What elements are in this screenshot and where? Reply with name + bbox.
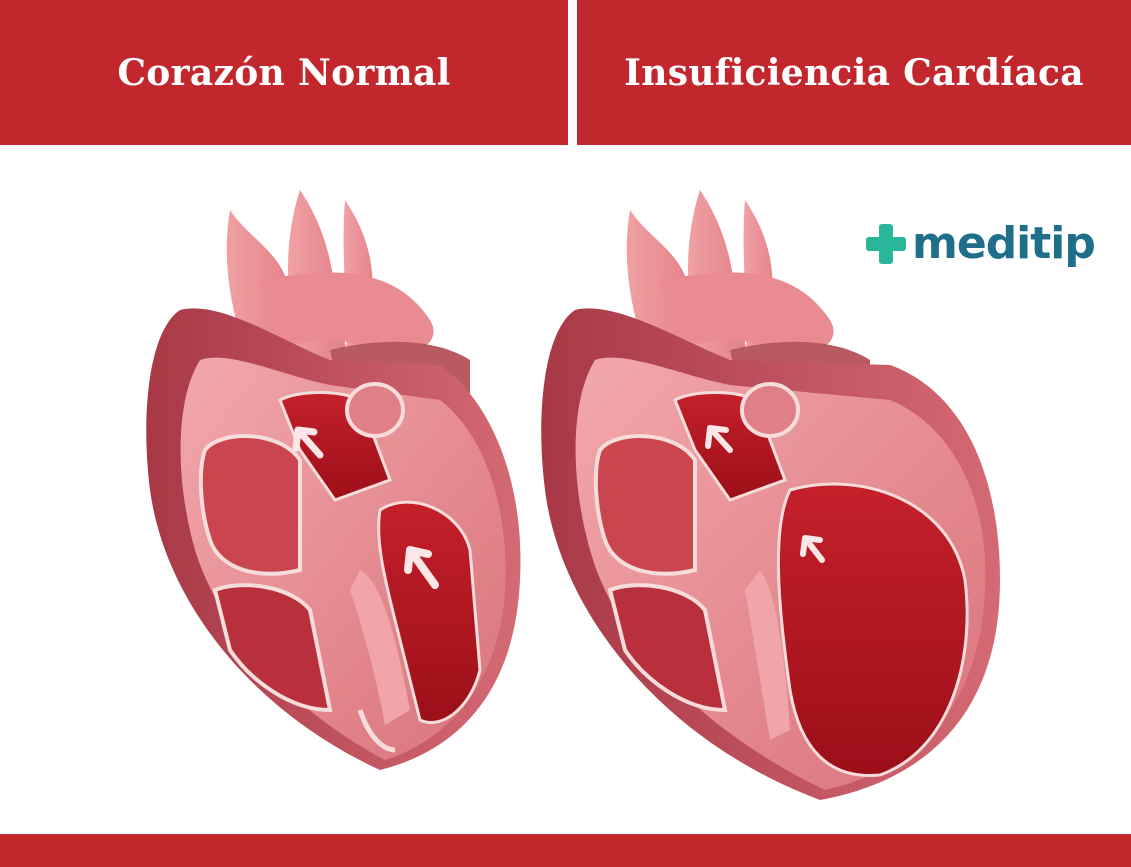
header-normal-heart: Corazón Normal <box>0 0 568 145</box>
logo-text: meditip <box>912 218 1095 269</box>
normal-heart <box>146 190 520 770</box>
header-normal-heart-label: Corazón Normal <box>117 52 450 94</box>
meditip-logo: meditip <box>864 218 1095 269</box>
header-divider <box>568 0 577 145</box>
header-heart-failure: Insuficiencia Cardíaca <box>577 0 1131 145</box>
header-heart-failure-label: Insuficiencia Cardíaca <box>624 52 1084 94</box>
footer-bar <box>0 834 1131 867</box>
plus-icon <box>864 222 908 266</box>
failing-heart <box>541 190 1000 800</box>
